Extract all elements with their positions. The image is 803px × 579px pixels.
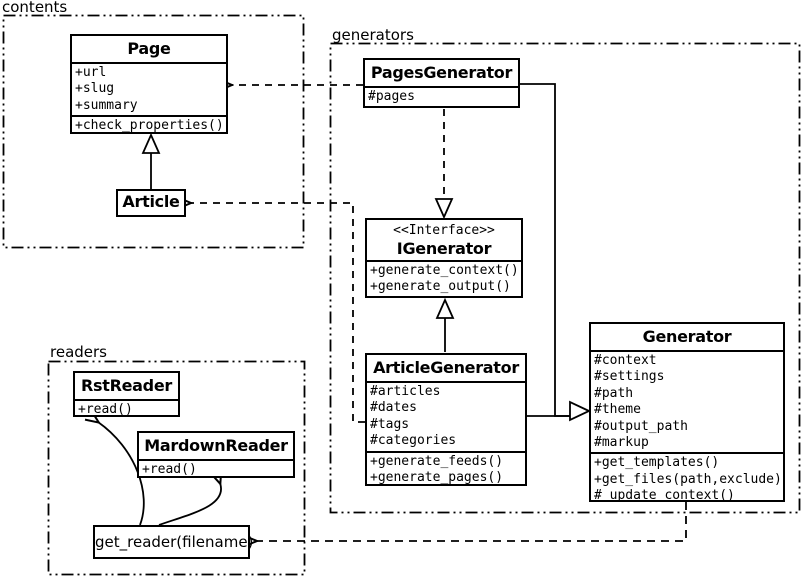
function-box-get-reader: get_reader(filename)	[93, 525, 253, 559]
methods-compartment: +check_properties()	[72, 117, 226, 134]
attribute: #path	[594, 385, 634, 401]
attributes-compartment: #articles #dates #tags #categories	[367, 383, 525, 453]
class-title: Page	[72, 36, 226, 64]
method: +generate_context()	[370, 263, 519, 278]
method: +generate_pages()	[370, 470, 504, 486]
class-title: PagesGenerator	[365, 60, 518, 88]
methods-compartment: +generate_feeds() +generate_pages()	[367, 453, 525, 486]
attributes-compartment: +url +slug +summary	[72, 64, 226, 118]
arrow-getreader-to-mardownreader	[158, 483, 221, 526]
class-title: Article	[122, 192, 180, 211]
methods-compartment: +read()	[75, 401, 178, 417]
interface-title: <<Interface>> IGenerator	[367, 220, 521, 262]
attribute: #pages	[368, 89, 415, 104]
class-title: MardownReader	[139, 433, 293, 461]
attribute: +slug	[75, 81, 115, 97]
inheritance-arrow-generators-to-generator	[520, 83, 592, 422]
method: #_update_context()	[594, 488, 735, 502]
class-box-generator: Generator #context #settings #path #them…	[589, 322, 785, 502]
inheritance-arrow-articlegenerator-to-igenerator	[435, 297, 455, 352]
class-box-pagesgenerator: PagesGenerator #pages	[363, 58, 520, 108]
method: +read()	[142, 462, 197, 477]
method: +get_templates()	[594, 455, 720, 471]
method: +check_properties()	[75, 118, 224, 134]
method: +generate_feeds()	[370, 453, 504, 469]
methods-compartment: +read()	[139, 461, 293, 477]
class-title: IGenerator	[396, 239, 492, 258]
inheritance-arrow-article-to-page	[141, 132, 161, 189]
methods-compartment: +generate_context() +generate_output()	[367, 262, 521, 296]
attribute: #articles	[370, 384, 441, 399]
methods-compartment: +get_templates() +get_files(path,exclude…	[591, 454, 783, 502]
attribute: #tags	[370, 416, 410, 432]
class-box-igenerator: <<Interface>> IGenerator +generate_conte…	[365, 218, 523, 298]
attribute: #theme	[594, 402, 641, 418]
attribute: +summary	[75, 97, 138, 113]
attribute: #dates	[370, 400, 417, 416]
contents-package-border	[2, 14, 305, 249]
attribute: #output_path	[594, 418, 688, 434]
class-box-mardownreader: MardownReader +read()	[137, 431, 295, 478]
class-title: Generator	[591, 324, 783, 352]
method: +generate_output()	[370, 279, 511, 295]
generators-package-label: generators	[332, 26, 414, 44]
class-box-article: Article	[116, 189, 186, 217]
class-box-articlegenerator: ArticleGenerator #articles #dates #tags …	[365, 353, 527, 486]
attributes-compartment: #pages	[365, 88, 518, 106]
class-title: RstReader	[75, 373, 178, 401]
dependency-arrow-articlegenerator-to-article	[190, 203, 365, 423]
attribute: #context	[594, 353, 657, 368]
attribute: +url	[75, 65, 107, 80]
attribute: #settings	[594, 369, 665, 385]
attribute: #categories	[370, 433, 457, 449]
generators-package-border	[329, 42, 801, 514]
readers-package-label: readers	[50, 343, 107, 361]
method: +get_files(path,exclude)	[594, 471, 782, 487]
class-box-rstreader: RstReader +read()	[73, 371, 180, 417]
attributes-compartment: #context #settings #path #theme #output_…	[591, 352, 783, 455]
stereotype-label: <<Interface>>	[393, 223, 495, 238]
realization-arrow-pagesgenerator-to-igenerator	[434, 109, 454, 220]
dependency-arrow-generator-to-getreader	[256, 502, 687, 541]
method: +read()	[78, 402, 133, 417]
contents-package-label: contents	[2, 0, 68, 16]
attribute: #markup	[594, 435, 649, 451]
class-box-page: Page +url +slug +summary +check_properti…	[70, 34, 228, 134]
class-title: ArticleGenerator	[367, 355, 525, 383]
readers-package-border	[47, 360, 306, 576]
